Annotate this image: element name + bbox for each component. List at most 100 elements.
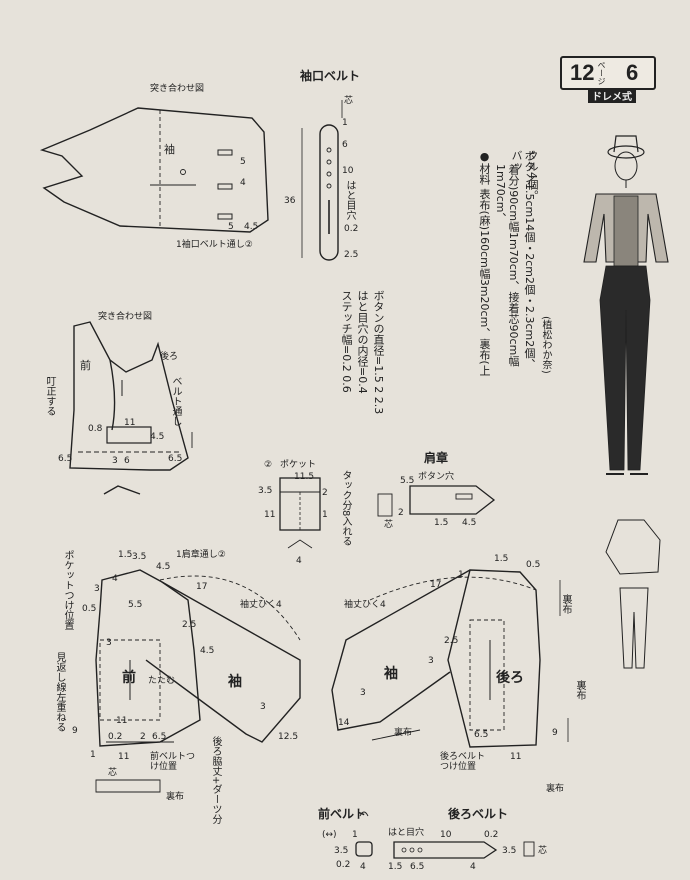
bb-lining-a: 裏布 (560, 594, 571, 614)
pocket-tuck: タック分8入れる (340, 470, 351, 547)
bb-n14: 14 (338, 718, 350, 728)
fb-n1: 1 (90, 750, 96, 760)
materials-credit: (植松わか奈) (540, 316, 551, 374)
cuff-belt-eyelet: はと目穴 (344, 180, 355, 220)
bb-n9: 9 (552, 728, 558, 738)
fb-n55: 5.5 (128, 600, 143, 610)
button-note-1: ボタンの直径=1.5 2 2.3 (372, 290, 385, 415)
fb-n45a: 4.5 (156, 562, 171, 572)
fb-n125: 12.5 (278, 732, 299, 742)
epaulet-pattern (377, 485, 496, 517)
cuff-belt-n10: 10 (342, 166, 354, 176)
materials-text: ●材料 表布(麻)160cm幅3m20cm、裏布(上 (478, 150, 491, 380)
front-detail-loop: ベルト通し (170, 376, 181, 426)
epaulet-interfacing: 芯 (384, 520, 394, 530)
back-belt-n35: 3.5 (502, 846, 517, 856)
front-detail-n6: 6 (124, 456, 130, 466)
method-label: ドレメ式 (588, 88, 636, 103)
bb-n15: 1.5 (494, 554, 509, 564)
materials-line-1: ●材料 表布(麻)160cm幅3m20cm、裏布(上 (478, 150, 491, 376)
bb-n3a: 3 (428, 656, 434, 666)
fb-n02: 0.2 (108, 732, 123, 742)
front-detail-pattern (69, 321, 193, 495)
credit-text: (植松わか奈) (540, 316, 551, 374)
back-bodice-pattern (331, 569, 569, 748)
front-detail-n11: 11 (124, 418, 136, 428)
bb-lining-b: 裏布 (574, 680, 585, 700)
model-illustration (583, 135, 669, 475)
pocket-pattern (279, 477, 321, 549)
pocket-n115: 11.5 (294, 472, 315, 482)
fb-lining: 裏布 (166, 792, 185, 802)
front-belt-title: 前ベルト (318, 807, 367, 821)
materials-text-4: クル4個。 (526, 150, 539, 230)
back-belt-eyelet: はと目穴 (388, 828, 425, 838)
cuff-belt-n6: 6 (342, 140, 348, 150)
front-detail-n65b: 6.5 (168, 454, 183, 464)
button-note-3: ステッチ幅=0.2 0.6 (340, 290, 353, 393)
epaulet-n15: 1.5 (434, 518, 449, 528)
pocket-n2: 2 (322, 488, 328, 498)
bb-lining-c: 裏布 (394, 728, 413, 738)
bb-n11: 11 (510, 752, 522, 762)
bb-n17: 17 (430, 580, 442, 590)
fb-n9: 9 (72, 726, 78, 736)
fb-n45b: 4.5 (200, 646, 215, 656)
sleeve-belt-loop: 1袖口ベルト通し② (176, 240, 253, 250)
materials-line-3: ボタン1.5cm14個・2cm2個・2.3cm2個、バッ (510, 150, 536, 370)
front-belt-n4: 4 (360, 862, 366, 872)
front-detail-tack: 叮正する (44, 376, 55, 416)
cuff-belt-n02: 0.2 (344, 224, 359, 234)
fb-n3c: 3 (260, 702, 266, 712)
fb-shoulder-loop: 1肩章通し② (176, 550, 226, 560)
front-detail-front: 前 (80, 359, 91, 372)
fb-n35: 3.5 (132, 552, 147, 562)
pocket-n1: 1 (322, 510, 328, 520)
pocket-n11: 11 (264, 510, 276, 520)
fb-n11b: 11 (118, 752, 130, 762)
front-detail-n3: 3 (112, 456, 118, 466)
figure-number: 6 (626, 60, 639, 85)
bb-n3b: 3 (360, 688, 366, 698)
cuff-belt-interfacing: 芯 (344, 96, 354, 106)
back-belt-n4: 4 (470, 862, 476, 872)
fb-back-dart: 後ろ脇丈+ダーツ分 (210, 736, 221, 825)
materials-line-4: クル4個。 (526, 150, 539, 201)
fb-n05: 0.5 (82, 604, 97, 614)
bb-n05: 0.5 (526, 560, 541, 570)
pocket-n35: 3.5 (258, 486, 273, 496)
sleeve-piece-label: 袖 (164, 143, 175, 156)
fb-n11a: 11 (116, 716, 128, 726)
flat-sketches (605, 519, 661, 669)
bb-lining-d: 裏布 (546, 784, 565, 794)
sleeve-title: 突き合わせ図 (150, 84, 205, 94)
sleeve-n5: 5 (240, 157, 246, 167)
back-belt-pattern (393, 841, 535, 859)
materials-text-2: 着分)90cm幅1m70cm、接着芯90cm幅1m70cm、 (494, 164, 520, 394)
back-belt-interfacing: 芯 (538, 846, 548, 856)
epaulet-n55: 5.5 (400, 476, 415, 486)
epaulet-title: 肩章 (424, 451, 449, 465)
epaulet-n2: 2 (398, 508, 404, 518)
front-belt-pattern (355, 811, 373, 857)
fb-fold: たたむ (148, 676, 176, 686)
pocket-n4: 4 (296, 556, 302, 566)
front-detail-n08: 0.8 (88, 424, 103, 434)
fb-sleeve-shorten: 袖丈ひく4 (240, 600, 282, 610)
bb-back-label: 後ろ (496, 670, 524, 686)
materials-text-3: ボタン1.5cm14個・2cm2個・2.3cm2個、バッ (510, 150, 536, 380)
bb-n1: 1 (458, 570, 464, 580)
front-detail-n65a: 6.5 (58, 454, 73, 464)
fb-n15: 1.5 (118, 550, 133, 560)
bb-sleeve-label: 袖 (384, 666, 398, 682)
fb-interfacing: 芯 (108, 768, 118, 778)
front-detail-n45: 4.5 (150, 432, 165, 442)
fb-n25: 2.5 (182, 620, 197, 630)
back-belt-n15: 1.5 (388, 862, 403, 872)
back-belt-n02: 0.2 (484, 830, 499, 840)
bb-belt-pos: 後ろベルトつけ位置 (440, 752, 486, 772)
front-belt-n1: 1 (352, 830, 358, 840)
fb-belt-pos: 前ベルトつけ位置 (150, 752, 196, 772)
fb-n3a: 3 (94, 584, 100, 594)
